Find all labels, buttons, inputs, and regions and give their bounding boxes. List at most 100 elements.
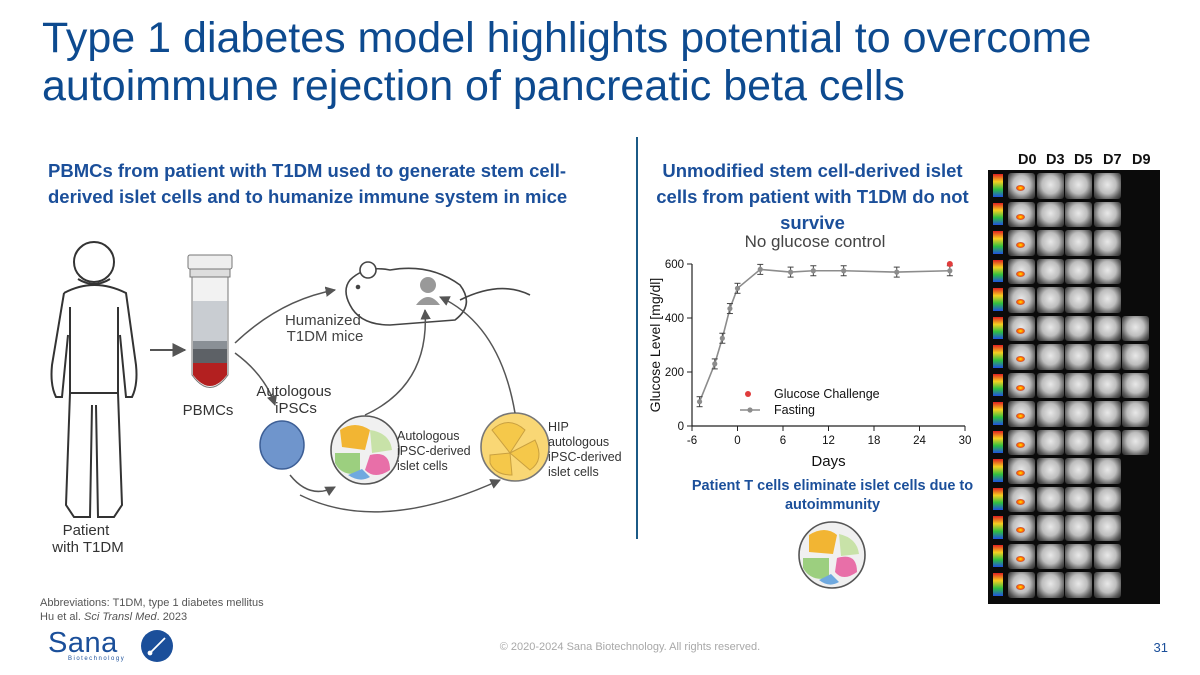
mouse-image-tile [1008, 572, 1035, 598]
mouse-image-tile [1065, 543, 1092, 569]
mouse-image-tile [1036, 543, 1064, 569]
fasting-point [810, 268, 816, 274]
intensity-scale-bar [993, 516, 1003, 539]
reference: Hu et al. Sci Transl Med. 2023 [40, 610, 187, 624]
page-number: 31 [1153, 640, 1168, 655]
mouse-image-tile [1008, 173, 1035, 199]
mouse-image-tile [1065, 258, 1092, 284]
mouse-image-tile [1093, 344, 1121, 370]
mouse-image-tile [1036, 230, 1064, 256]
reference-authors: Hu et al. [40, 611, 85, 623]
logo-wordmark: Sana [48, 627, 118, 659]
signal-spot [1016, 384, 1025, 391]
arrow-to-ipscs [234, 352, 277, 406]
mouse-image-tile [1093, 486, 1121, 512]
mouse-image-tile [1008, 486, 1035, 512]
signal-spot [1016, 413, 1025, 419]
logo-mark-icon [141, 630, 173, 662]
mouse-image-tile [1008, 515, 1035, 541]
legend-label-glucose-challenge: Glucose Challenge [774, 387, 880, 401]
mice-label-line2: T1DM mice [287, 328, 364, 345]
x-tick-label: 24 [913, 435, 926, 447]
signal-spot [1016, 441, 1025, 448]
abbreviations: Abbreviations: T1DM, type 1 diabetes mel… [40, 597, 264, 609]
islet-cluster-icon [330, 415, 400, 485]
fasting-point [712, 361, 718, 367]
y-tick-label: 0 [678, 421, 684, 433]
arrow-to-islets [289, 474, 336, 497]
intensity-scale-bar [993, 174, 1003, 197]
legend-label-fasting: Fasting [774, 403, 815, 417]
mouse-image-tile [1065, 486, 1092, 512]
mouse-image-tile [1008, 372, 1035, 398]
workflow-diagram: PBMCs Humanized T1DM mice Autologous iPS… [50, 241, 625, 556]
signal-spot [1016, 299, 1025, 305]
ipsc-cell-icon [259, 420, 305, 470]
x-tick-label: 6 [780, 435, 786, 447]
mouse-image-tile [1093, 515, 1121, 541]
signal-spot [1016, 498, 1025, 505]
day-labels: D0 D3 D5 D7 D9 [988, 152, 1160, 170]
intensity-scale-bar [993, 345, 1003, 368]
mouse-image-tile [1008, 401, 1035, 427]
patient-label-line2: with T1DM [51, 539, 123, 556]
mouse-image-tile [1093, 372, 1121, 398]
mouse-image-tile [1008, 429, 1035, 455]
mouse-image-tile [1065, 201, 1092, 227]
mouse-image-tile [1036, 572, 1064, 598]
mouse-image-tile [1008, 458, 1035, 484]
x-tick-label: 30 [959, 435, 972, 447]
intensity-scale-bar [993, 231, 1003, 254]
slide-title: Type 1 diabetes model highlights potenti… [42, 14, 1092, 110]
arrow-islets-to-mice [364, 308, 431, 416]
intensity-scale-bar [993, 259, 1003, 282]
islet-label-line2: iPSC-derived [397, 444, 471, 458]
patient-label-line1: Patient [63, 522, 111, 539]
mouse-image-tile [1065, 372, 1092, 398]
intensity-scale-bar [993, 373, 1003, 396]
mouse-image-tile [1036, 287, 1064, 313]
x-tick-label: 12 [822, 435, 835, 447]
fasting-point [841, 268, 847, 274]
signal-spot [1016, 242, 1025, 248]
mouse-image-tile [1122, 344, 1149, 370]
intensity-scale-bar [993, 544, 1003, 567]
mouse-image-tile [1036, 458, 1064, 484]
signal-spot [1016, 270, 1025, 277]
sana-logo: Sana Biotechnology [48, 627, 178, 667]
intensity-scale-bar [993, 487, 1003, 510]
mouse-image-tile [1065, 401, 1092, 427]
glucose-challenge-point [946, 261, 953, 267]
bioluminescence-grid [988, 170, 1160, 604]
eliminated-islet-icon [798, 521, 866, 589]
y-tick-label: 200 [665, 367, 684, 379]
mouse-image-tile [1093, 572, 1121, 598]
hip-islet-cluster-icon [480, 412, 550, 482]
mouse-image-tile [1093, 458, 1121, 484]
patient-icon [50, 241, 138, 518]
mouse-image-tile [1036, 344, 1064, 370]
signal-spot [1016, 356, 1025, 362]
left-heading: PBMCs from patient with T1DM used to gen… [48, 160, 568, 207]
mouse-image-tile [1008, 543, 1035, 569]
y-tick-label: 400 [665, 313, 684, 325]
mouse-image-tile [1093, 201, 1121, 227]
mouse-image-tile [1093, 287, 1121, 313]
mouse-image-tile [1008, 344, 1035, 370]
hip-label: HIP autologous iPSC-derived islet cells [548, 420, 625, 479]
chart-caption: Patient T cells eliminate islet cells du… [691, 478, 974, 513]
mouse-image-tile [1093, 429, 1121, 455]
mouse-image-tile [1122, 315, 1149, 341]
fasting-point [696, 399, 703, 405]
intensity-scale-bar [993, 402, 1003, 425]
mouse-image-tile [1036, 401, 1064, 427]
signal-spot [1016, 555, 1025, 562]
mouse-icon [345, 261, 531, 326]
intensity-scale-bar [993, 573, 1003, 596]
day-label-d3: D3 [1046, 152, 1065, 168]
fasting-point [734, 285, 741, 291]
mouse-image-tile [1093, 401, 1121, 427]
mouse-image-tile [1065, 458, 1092, 484]
mouse-image-tile [1093, 315, 1121, 341]
